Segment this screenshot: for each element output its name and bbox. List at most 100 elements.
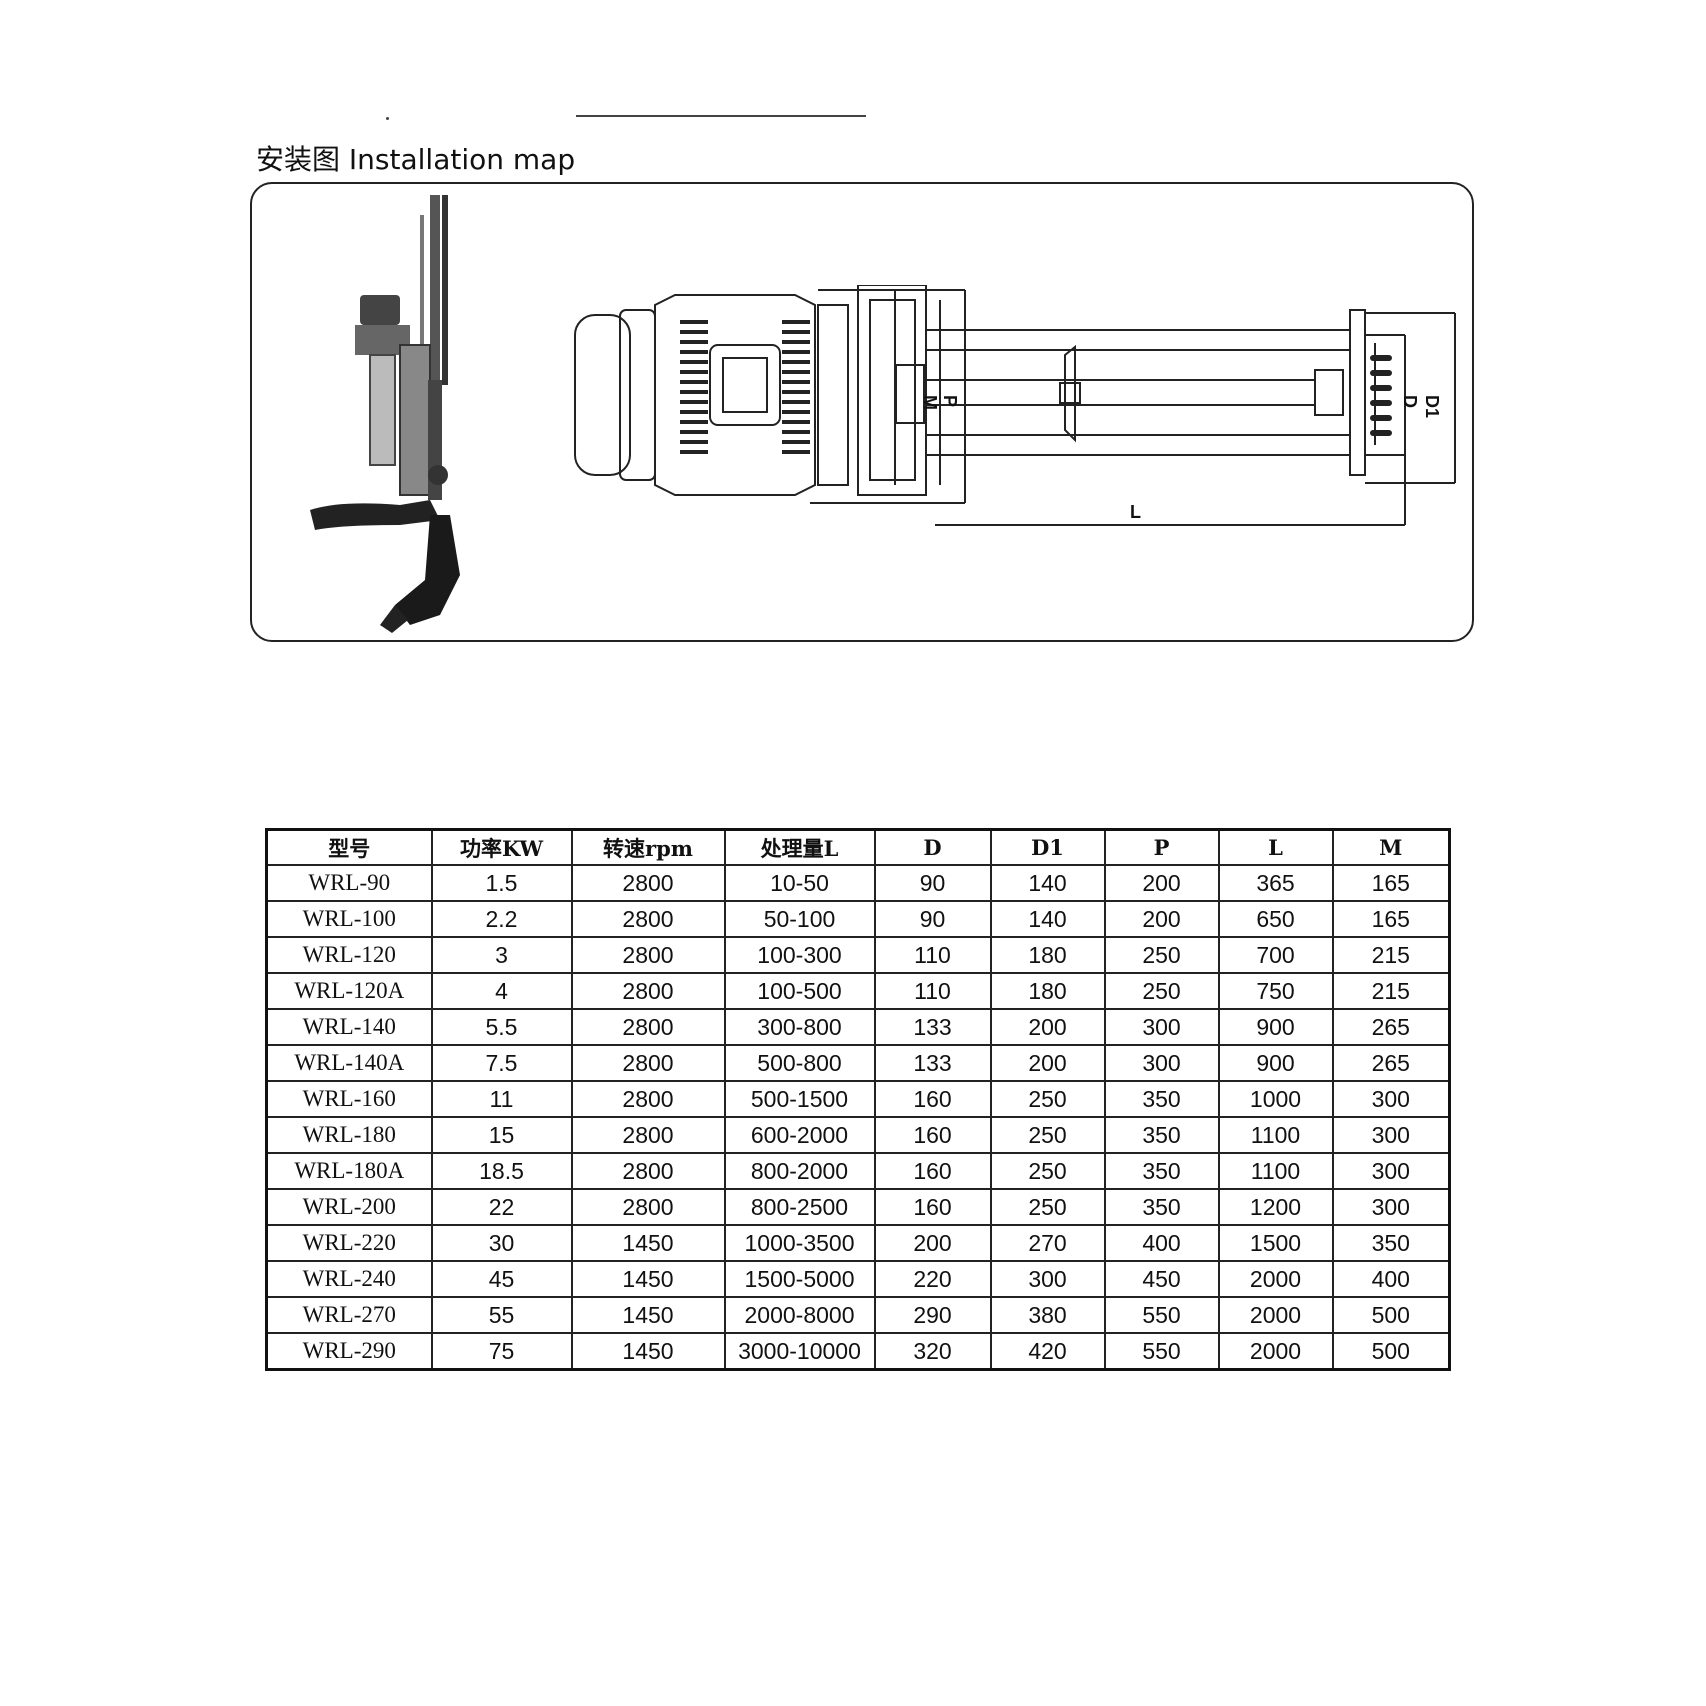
column-header: D	[873, 828, 992, 866]
column-header: L	[1217, 828, 1334, 866]
model-cell: WRL-140A	[265, 1044, 433, 1082]
table-cell: 110	[873, 972, 992, 1010]
table-cell: 365	[1217, 864, 1334, 902]
table-cell: 250	[989, 1080, 1106, 1118]
scan-speck	[386, 117, 389, 120]
table-cell: 2000	[1217, 1260, 1334, 1298]
table-cell: 2800	[570, 1188, 726, 1226]
table-cell: 2800	[570, 936, 726, 974]
table-cell: 3000-10000	[723, 1332, 876, 1371]
table-cell: 133	[873, 1008, 992, 1046]
table-cell: 900	[1217, 1044, 1334, 1082]
table-cell: 550	[1103, 1296, 1220, 1334]
table-cell: 750	[1217, 972, 1334, 1010]
table-cell: 700	[1217, 936, 1334, 974]
table-cell: 1450	[570, 1260, 726, 1298]
table-cell: 300	[1331, 1080, 1451, 1118]
table-cell: 420	[989, 1332, 1106, 1371]
table-cell: 2800	[570, 972, 726, 1010]
model-cell: WRL-120	[265, 936, 433, 974]
model-cell: WRL-240	[265, 1260, 433, 1298]
table-cell: 2800	[570, 1116, 726, 1154]
table-cell: 270	[989, 1224, 1106, 1262]
table-cell: 300	[1331, 1152, 1451, 1190]
table-cell: 220	[873, 1260, 992, 1298]
table-cell: 450	[1103, 1260, 1220, 1298]
table-cell: 165	[1331, 864, 1451, 902]
table-cell: 160	[873, 1116, 992, 1154]
table-cell: 250	[1103, 936, 1220, 974]
table-cell: 2800	[570, 900, 726, 938]
model-cell: WRL-200	[265, 1188, 433, 1226]
table-cell: 200	[1103, 864, 1220, 902]
table-cell: 2800	[570, 1152, 726, 1190]
column-header: P	[1103, 828, 1220, 866]
table-cell: 1450	[570, 1296, 726, 1334]
table-cell: 11	[430, 1080, 573, 1118]
dim-label-d1: D1	[1422, 395, 1442, 418]
table-cell: 5.5	[430, 1008, 573, 1046]
table-cell: 500-1500	[723, 1080, 876, 1118]
model-cell: WRL-160	[265, 1080, 433, 1118]
table-cell: 2800	[570, 1044, 726, 1082]
table-cell: 1500	[1217, 1224, 1334, 1262]
installation-diagram-frame	[250, 182, 1474, 642]
table-cell: 15	[430, 1116, 573, 1154]
table-cell: 140	[989, 864, 1106, 902]
model-cell: WRL-140	[265, 1008, 433, 1046]
dim-label-p: P	[940, 395, 960, 407]
table-cell: 1000	[1217, 1080, 1334, 1118]
column-header: D1	[989, 828, 1106, 866]
dim-label-l: L	[1130, 502, 1141, 522]
table-cell: 10-50	[723, 864, 876, 902]
table-cell: 75	[430, 1332, 573, 1371]
table-cell: 22	[430, 1188, 573, 1226]
table-cell: 1450	[570, 1332, 726, 1371]
column-header: 转速rpm	[570, 828, 726, 866]
table-cell: 1100	[1217, 1116, 1334, 1154]
table-cell: 650	[1217, 900, 1334, 938]
column-header: 功率KW	[430, 828, 573, 866]
dim-label-m: M	[920, 395, 940, 410]
table-cell: 160	[873, 1188, 992, 1226]
table-cell: 2800	[570, 1080, 726, 1118]
column-header: 型号	[265, 828, 433, 866]
model-cell: WRL-180	[265, 1116, 433, 1154]
model-cell: WRL-120A	[265, 972, 433, 1010]
table-cell: 300-800	[723, 1008, 876, 1046]
table-cell: 1.5	[430, 864, 573, 902]
table-cell: 1000-3500	[723, 1224, 876, 1262]
model-cell: WRL-270	[265, 1296, 433, 1334]
table-cell: 55	[430, 1296, 573, 1334]
installation-photo	[310, 195, 460, 633]
table-cell: 300	[1331, 1188, 1451, 1226]
table-cell: 200	[989, 1008, 1106, 1046]
table-cell: 320	[873, 1332, 992, 1371]
header-rule	[576, 115, 866, 117]
table-cell: 50-100	[723, 900, 876, 938]
column-header: M	[1331, 828, 1451, 866]
table-cell: 1450	[570, 1224, 726, 1262]
table-cell: 2800	[570, 864, 726, 902]
table-cell: 290	[873, 1296, 992, 1334]
table-cell: 1100	[1217, 1152, 1334, 1190]
model-cell: WRL-180A	[265, 1152, 433, 1190]
table-cell: 300	[989, 1260, 1106, 1298]
table-cell: 2.2	[430, 900, 573, 938]
model-cell: WRL-290	[265, 1332, 433, 1371]
table-cell: 200	[1103, 900, 1220, 938]
table-cell: 180	[989, 936, 1106, 974]
